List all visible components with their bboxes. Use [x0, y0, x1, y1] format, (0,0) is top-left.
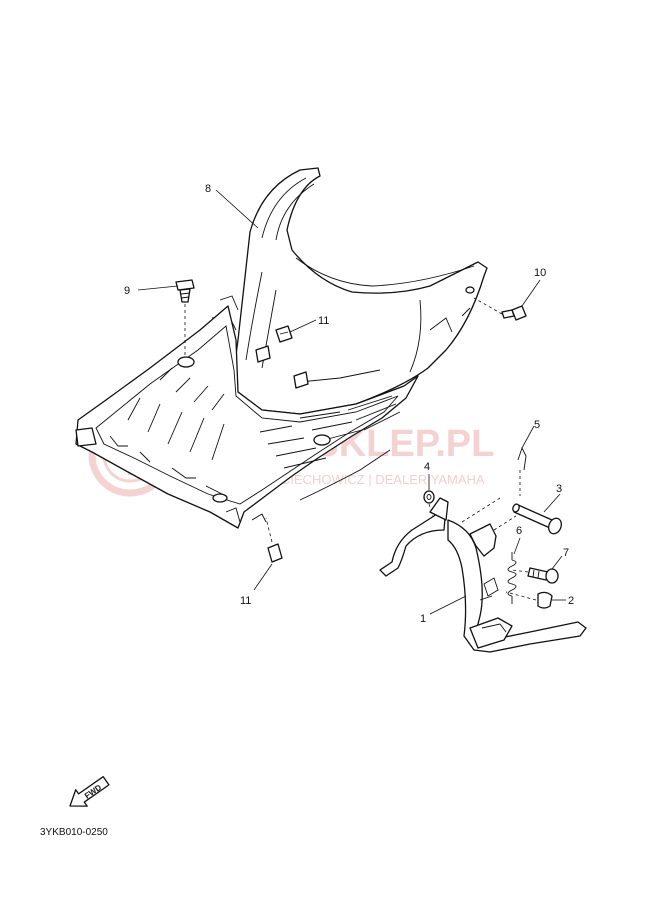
shaft-bolt-icon	[512, 503, 562, 535]
screw-10-icon	[473, 297, 527, 321]
callout-10: 10	[534, 267, 546, 279]
screw-icon	[175, 279, 195, 358]
callout-5: 5	[534, 419, 540, 431]
leader-11b	[253, 563, 273, 591]
footboard-panel	[75, 167, 488, 529]
callout-7: 7	[563, 547, 569, 559]
callout-11-upper: 11	[318, 315, 329, 327]
diagram-code: 3YKB010-0250	[40, 827, 108, 838]
clip-nut-lower-icon	[265, 517, 283, 563]
callout-6: 6	[516, 525, 522, 537]
leader-9	[137, 285, 179, 291]
leader-3	[543, 493, 561, 513]
clip-nut-icon	[275, 325, 293, 343]
fwd-arrow-icon: FWD	[69, 776, 110, 807]
spring-icon	[507, 552, 517, 604]
callout-1: 1	[420, 613, 426, 625]
callout-9: 9	[124, 285, 130, 297]
callout-11-lower: 11	[240, 595, 251, 607]
watermark-subtitle: WOJCIECHOWICZ | DEALER YAMAHA	[252, 472, 485, 487]
callout-8: 8	[205, 183, 211, 195]
leader-1	[429, 595, 467, 615]
leader-5	[521, 425, 535, 449]
main-stand-icon	[379, 497, 587, 653]
stopper-icon	[505, 591, 553, 609]
stud-bolt-icon	[511, 567, 559, 584]
leader-7	[551, 555, 563, 570]
leader-6	[513, 537, 521, 555]
leader-10	[521, 279, 541, 307]
cotter-pin-icon	[517, 446, 527, 496]
leader-11a	[289, 319, 317, 333]
callout-2: 2	[568, 595, 574, 607]
washer-icon	[423, 490, 435, 521]
leader-8	[215, 189, 259, 229]
callout-3: 3	[556, 483, 562, 495]
callout-4: 4	[424, 461, 430, 473]
